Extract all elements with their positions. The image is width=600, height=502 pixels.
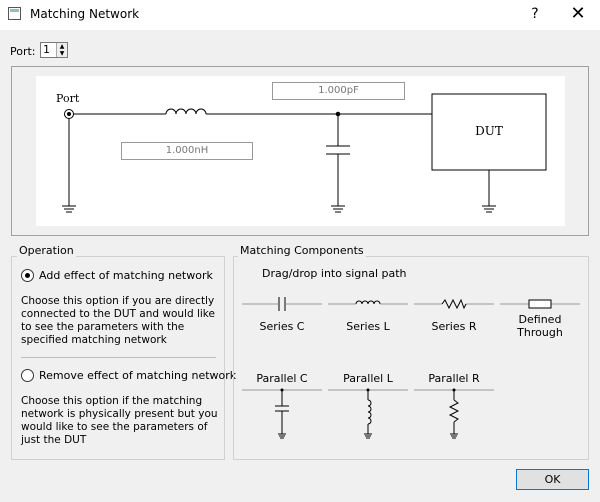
add-effect-description: Choose this option if you are directly c…: [21, 295, 215, 346]
port-label: Port:: [10, 45, 36, 58]
window-title: Matching Network: [30, 7, 140, 21]
series-inductor-small-icon: [328, 300, 408, 305]
port-value[interactable]: 1: [43, 43, 50, 56]
operation-title: Operation: [17, 244, 76, 257]
matching-components-group: [233, 256, 589, 460]
series-resistor-icon: [414, 298, 494, 310]
defined-through-label: Defined Through: [517, 313, 563, 339]
parallel-c-label: Parallel C: [256, 372, 308, 385]
parallel-c-component[interactable]: Parallel C: [242, 372, 322, 439]
remove-effect-label[interactable]: Remove effect of matching network: [39, 369, 237, 382]
app-icon: [8, 7, 21, 20]
close-button[interactable]: ✕: [570, 3, 586, 24]
circuit-diagram: Port DUT: [56, 92, 547, 213]
parallel-r-label: Parallel R: [428, 372, 480, 385]
parallel-capacitor-icon: [242, 388, 322, 439]
spin-up-icon[interactable]: ▲: [56, 43, 67, 50]
dut-label: DUT: [475, 124, 503, 138]
operation-separator: [21, 357, 216, 358]
operation-group: [11, 256, 225, 460]
parallel-l-label: Parallel L: [343, 372, 393, 385]
series-l-label: Series L: [346, 320, 390, 333]
series-l-component[interactable]: Series L: [328, 294, 408, 358]
series-c-label: Series C: [259, 320, 305, 333]
defined-through-icon: [500, 299, 580, 309]
series-r-label: Series R: [431, 320, 477, 333]
matching-components-title: Matching Components: [238, 244, 366, 257]
defined-through-component[interactable]: Defined Through: [500, 294, 580, 358]
ok-button[interactable]: OK: [516, 469, 589, 490]
spin-down-icon[interactable]: ▼: [56, 50, 67, 57]
add-effect-label[interactable]: Add effect of matching network: [39, 269, 213, 282]
port-spinbox[interactable]: 1 ▲ ▼: [40, 42, 68, 58]
help-button[interactable]: ?: [531, 6, 539, 22]
capacitor-value-field[interactable]: 1.000pF: [272, 82, 405, 100]
add-effect-radio[interactable]: [21, 269, 34, 282]
inductor-value-field[interactable]: 1.000nH: [121, 142, 253, 160]
drag-drop-hint: Drag/drop into signal path: [262, 267, 407, 280]
series-r-component[interactable]: Series R: [414, 294, 494, 358]
parallel-r-component[interactable]: Parallel R: [414, 372, 494, 439]
series-capacitor-icon: [242, 297, 322, 311]
remove-effect-description: Choose this option if the matching netwo…: [21, 395, 218, 446]
parallel-resistor-icon: [414, 388, 494, 439]
series-inductor-icon: [165, 108, 207, 115]
remove-effect-radio[interactable]: [21, 369, 34, 382]
parallel-inductor-icon: [328, 388, 408, 439]
title-bar: Matching Network ? ✕: [0, 0, 600, 30]
parallel-l-component[interactable]: Parallel L: [328, 372, 408, 439]
port-schematic-label: Port: [56, 92, 80, 105]
series-c-component[interactable]: Series C: [242, 294, 322, 358]
